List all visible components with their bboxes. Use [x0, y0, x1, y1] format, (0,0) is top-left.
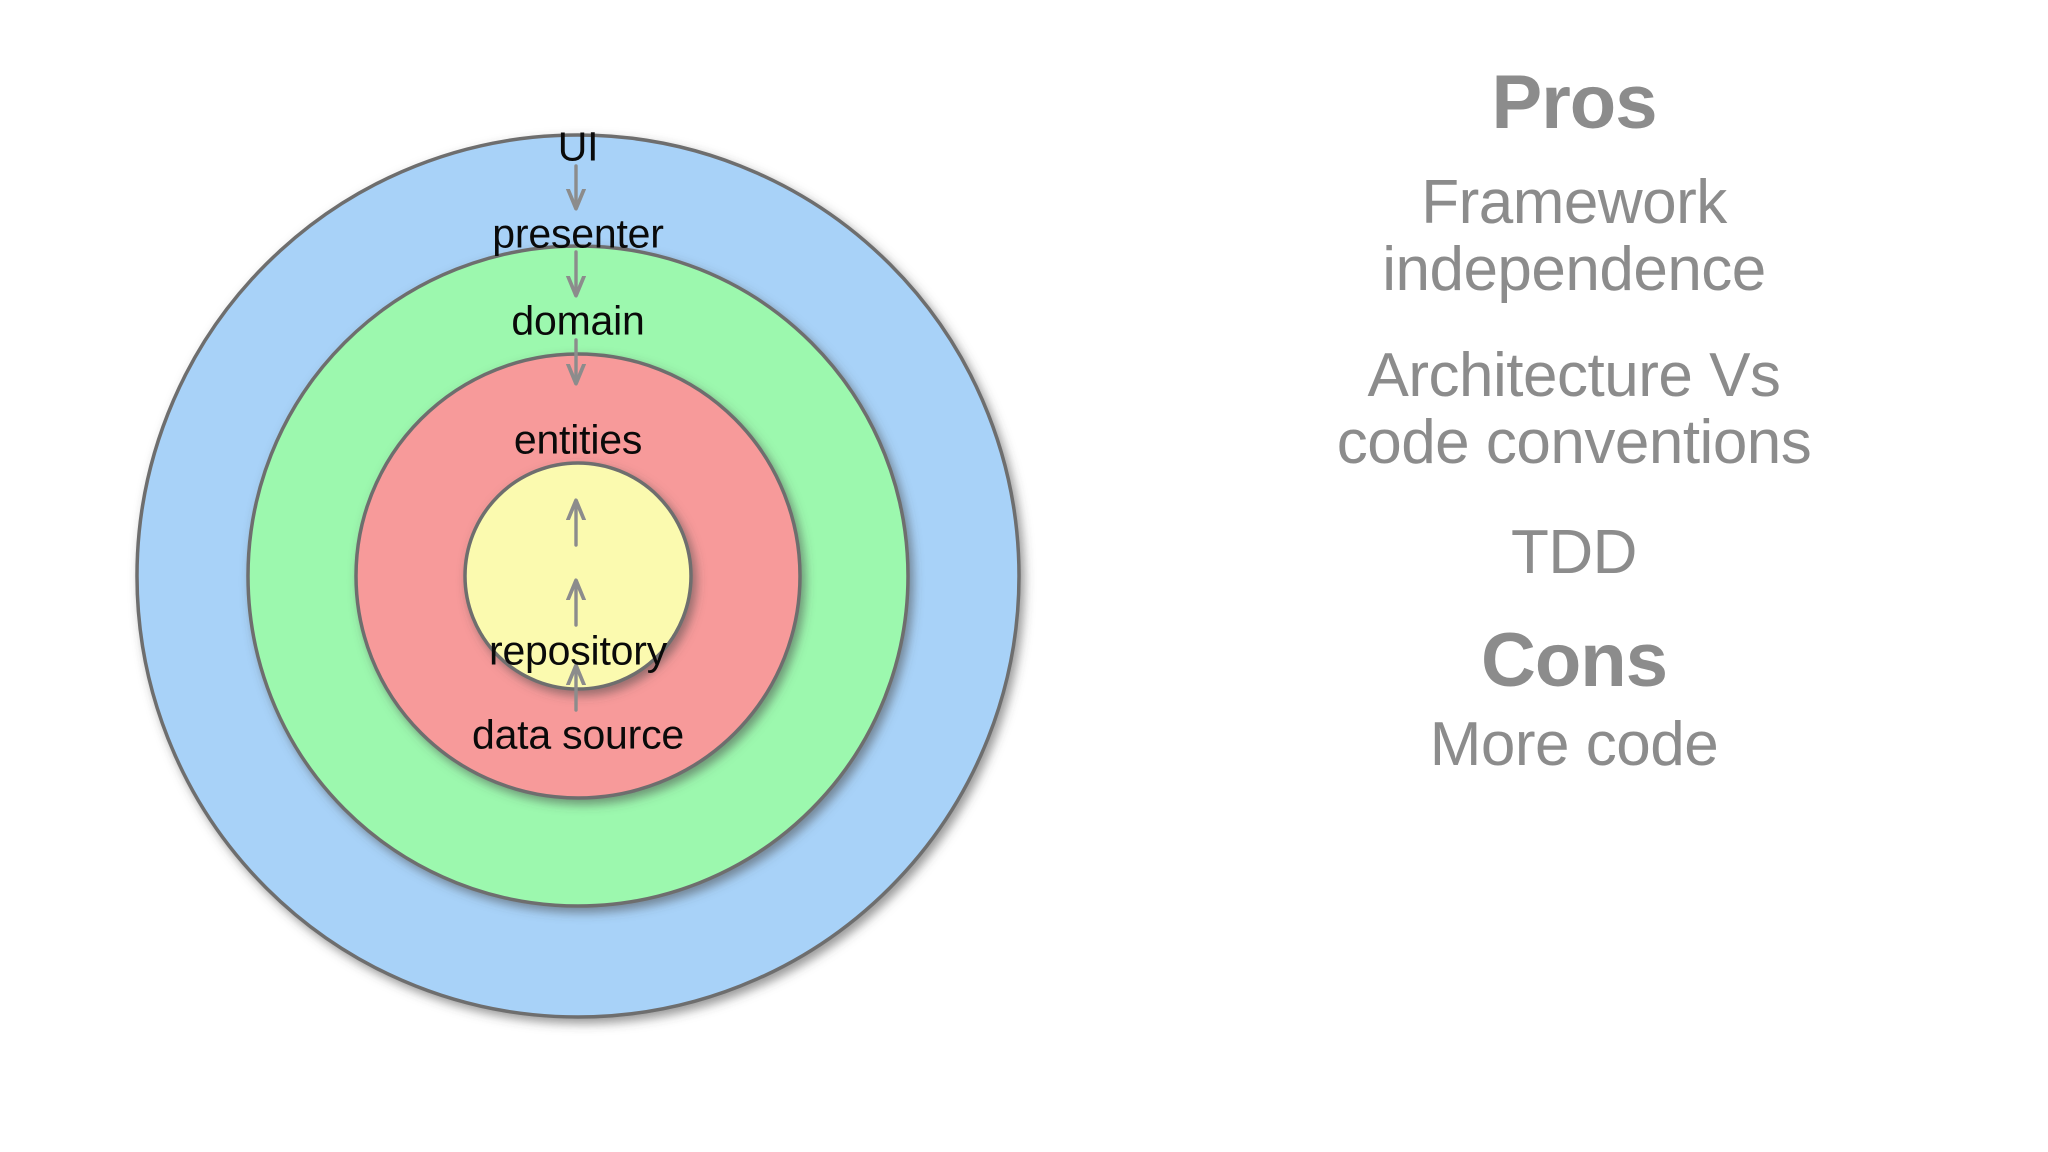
pros-cons-column: Pros Framework independence Architecture… — [1100, 0, 2048, 1152]
label-repository: repository — [488, 627, 668, 674]
label-data-source: data source — [471, 711, 685, 758]
cons-heading: Cons — [1481, 618, 1668, 703]
pros-item-architecture-vs-code-conventions: Architecture Vs code conventions — [1336, 341, 1812, 477]
label-domain: domain — [511, 297, 645, 344]
pros-item-framework-independence: Framework independence — [1382, 168, 1766, 304]
pros-item-tdd: TDD — [1511, 518, 1637, 587]
label-ui: UI — [557, 123, 599, 170]
circle-entities — [463, 461, 693, 691]
label-entities: entities — [513, 416, 643, 463]
cons-item-more-code: More code — [1429, 710, 1719, 779]
pros-heading: Pros — [1491, 60, 1658, 145]
circles-svg — [135, 133, 1021, 1019]
architecture-diagram: UI presenter domain entities repository … — [135, 123, 1021, 1019]
label-presenter: presenter — [492, 210, 664, 257]
